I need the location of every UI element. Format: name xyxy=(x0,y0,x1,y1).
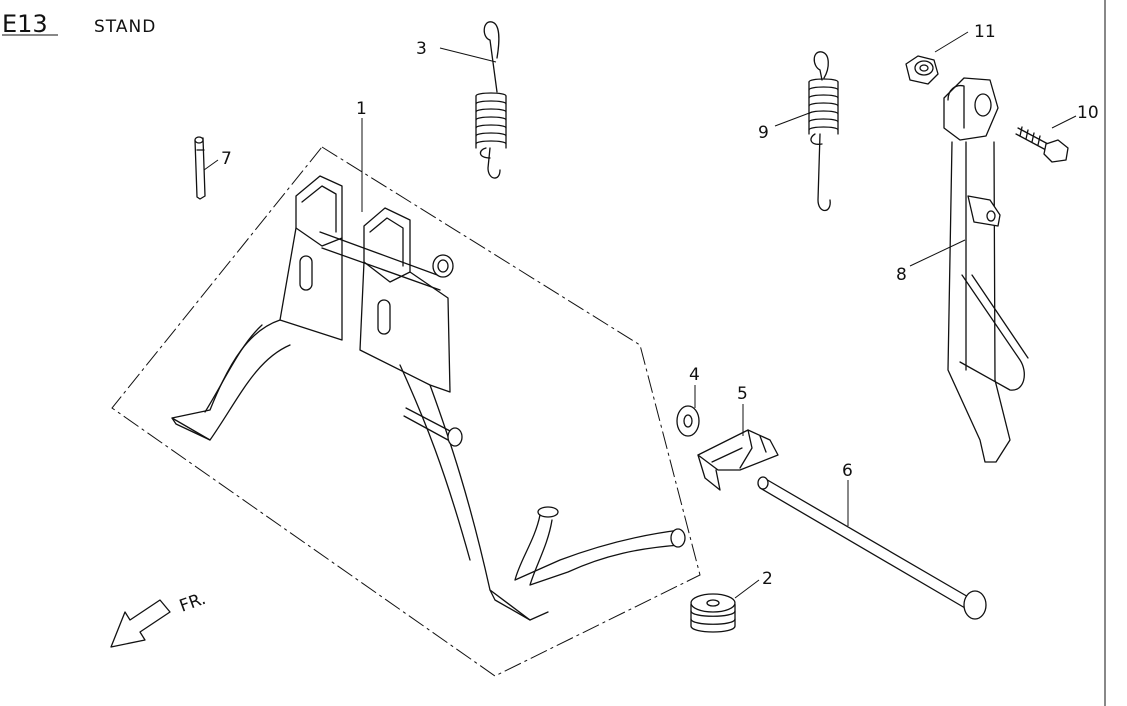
spring-part-9 xyxy=(808,51,839,212)
front-marker-text: FR. xyxy=(177,589,209,617)
spring-part-3 xyxy=(475,21,507,179)
washer-part xyxy=(676,405,700,437)
rubber-stopper-part xyxy=(690,593,736,633)
diagram-title: STAND xyxy=(94,17,156,37)
front-direction-arrow-icon xyxy=(110,599,171,648)
bolt-part xyxy=(1015,126,1069,163)
callout-2: 2 xyxy=(762,569,773,589)
callout-5: 5 xyxy=(737,384,748,404)
pivot-shaft-part xyxy=(757,476,987,620)
callout-8: 8 xyxy=(896,265,907,285)
diagram-code: E13 xyxy=(2,10,48,38)
callout-1: 1 xyxy=(356,99,367,119)
nut-part xyxy=(905,55,939,85)
callout-9: 9 xyxy=(758,123,769,143)
callout-7: 7 xyxy=(221,149,232,169)
cotter-pin-part xyxy=(194,136,206,200)
callout-11: 11 xyxy=(974,22,996,42)
callout-10: 10 xyxy=(1077,103,1099,123)
main-stand-part xyxy=(171,175,686,621)
clip-part xyxy=(697,429,779,491)
callout-6: 6 xyxy=(842,461,853,481)
callout-4: 4 xyxy=(689,365,700,385)
callout-3: 3 xyxy=(416,39,427,59)
assembly-outline xyxy=(111,146,701,677)
leader-lines xyxy=(203,31,1077,599)
side-stand-part xyxy=(943,77,1029,463)
